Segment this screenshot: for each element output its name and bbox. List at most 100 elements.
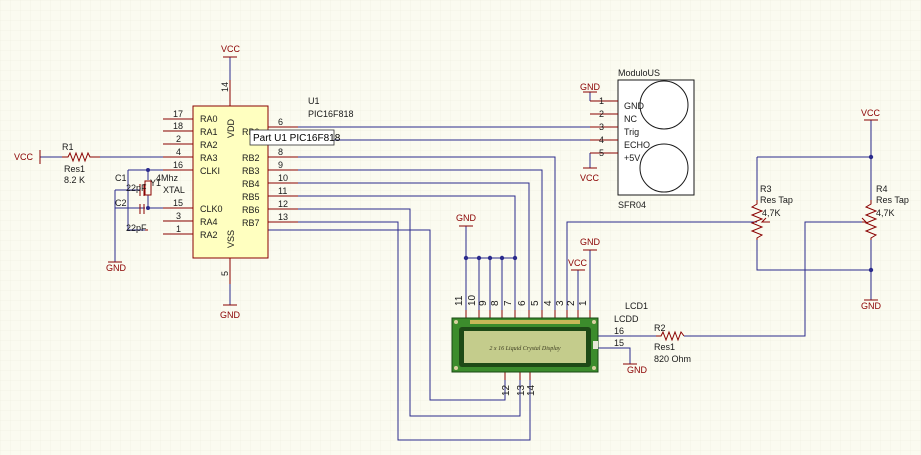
sensor-pin-name: GND — [624, 101, 645, 111]
u1-pin-num: 10 — [278, 173, 288, 183]
c2-designator: C2 — [115, 198, 127, 208]
xtal-type: XTAL — [163, 185, 185, 195]
u1-pin-name: RA2 — [200, 230, 218, 240]
u1-pin-num: 16 — [173, 160, 183, 170]
svg-text:4: 4 — [543, 300, 554, 306]
part-tooltip-text: Part U1 PIC16F818 — [253, 133, 341, 144]
u1-vss-name: VSS — [226, 230, 236, 248]
wire-pot-bottom — [756, 240, 871, 271]
c1-value: 22pF — [126, 183, 147, 193]
c2-value: 22pF — [126, 223, 147, 233]
sensor-transducer-top — [639, 80, 689, 130]
u1-pin-num: 2 — [176, 134, 181, 144]
u1-pin-name: CLK0 — [200, 204, 223, 214]
r3-type: Res Tap — [760, 195, 793, 205]
vcc-label-pot: VCC — [861, 108, 881, 118]
u1-pin-num: 17 — [173, 109, 183, 119]
u1-pin-name: RB2 — [242, 153, 260, 163]
u1-pin-num: 12 — [278, 199, 288, 209]
u1-pin-name: RA3 — [200, 153, 218, 163]
u1-part: PIC16F818 — [308, 109, 354, 119]
junctions — [146, 154, 874, 273]
sensor-pin-stubs — [590, 100, 618, 154]
u1-pin-name: RB5 — [242, 192, 260, 202]
lcd-designator: LCD1 — [625, 301, 648, 311]
r2-value: 820 Ohm — [654, 354, 691, 364]
u1-designator: U1 — [308, 96, 320, 106]
u1-vdd-name: VDD — [226, 118, 236, 138]
u1-pin-name: CLKI — [200, 166, 220, 176]
u1-pin-num: 4 — [176, 147, 181, 157]
u1-vss-num: 5 — [220, 271, 230, 276]
part-tooltip: Part U1 PIC16F818 — [249, 129, 341, 146]
wire-rb2-lcd4 — [268, 156, 556, 310]
r4-potentiometer[interactable]: R4 Res Tap 4,7K — [861, 184, 909, 240]
power-labels: VCC VCC VCC VCC VCC GND GND GND GND GND … — [14, 44, 882, 375]
lcd-pin-stubs — [465, 310, 591, 380]
sensor-pin-name: ECHO — [624, 140, 650, 150]
lcd-screen-text: 2 x 16 Liquid Crystal Display — [489, 346, 561, 352]
wire-rb6-lcd14 — [268, 221, 531, 441]
u1-pin-name: RA4 — [200, 217, 218, 227]
u1-pin-num: 3 — [176, 211, 181, 221]
vcc-label-r1: VCC — [14, 152, 34, 162]
svg-text:12: 12 — [501, 384, 512, 396]
r1-value: 8.2 K — [64, 175, 85, 185]
sensor-pin-name: Trig — [624, 127, 639, 137]
gnd-label-xtal: GND — [106, 263, 127, 273]
u1-pin-num: 15 — [173, 198, 183, 208]
sensor-sfr04[interactable]: ModuloUS SFR04 1 GND 2 NC 3 Trig 4 ECHO … — [590, 68, 695, 210]
u1-pin-num: 13 — [278, 212, 288, 222]
r2-designator: R2 — [654, 323, 666, 333]
sensor-pin-num: 3 — [599, 122, 604, 132]
u1-pin-num: 9 — [278, 160, 283, 170]
vcc-label-lcd: VCC — [568, 258, 588, 268]
lcd-header-pins — [470, 320, 580, 324]
vcc-label-sensor: VCC — [580, 173, 600, 183]
svg-text:7: 7 — [503, 300, 514, 306]
power-symbols — [39, 56, 878, 365]
r4-symbol — [864, 200, 878, 240]
r4-type: Res Tap — [876, 195, 909, 205]
gnd-label-lcd-bus: GND — [456, 213, 477, 223]
sensor-transducer-bottom — [639, 143, 689, 193]
u1-pin-name: RB4 — [242, 179, 260, 189]
svg-text:10: 10 — [467, 294, 478, 306]
gnd-label-pot: GND — [861, 301, 882, 311]
sensor-body — [617, 79, 695, 196]
wire-rb5-lcd13 — [268, 208, 521, 417]
sensor-pin-num: 5 — [599, 148, 604, 158]
u1-pin-name: RA1 — [200, 127, 218, 137]
sensor-pin-num: 2 — [599, 109, 604, 119]
vcc-label-u1: VCC — [221, 44, 241, 54]
u1-pin-name: RB3 — [242, 166, 260, 176]
wire-rb3-lcd6 — [268, 182, 530, 310]
svg-text:11: 11 — [454, 295, 465, 306]
sensor-pin-name: +5V — [624, 153, 640, 163]
c1-designator: C1 — [115, 173, 127, 183]
xtal-circuit[interactable] — [139, 180, 152, 231]
gnd-label-lcd1: GND — [580, 237, 601, 247]
r1-designator: R1 — [62, 142, 74, 152]
r3-symbol — [750, 200, 764, 240]
lcd1-display[interactable]: 2 x 16 Liquid Crystal Display LCD1 LCDD … — [451, 294, 648, 396]
r2-symbol — [656, 330, 685, 342]
r3-potentiometer[interactable]: R3 Res Tap 4,7K — [750, 184, 793, 240]
u1-pin-num: 11 — [278, 186, 287, 196]
sensor-pin-num: 4 — [599, 135, 604, 145]
sensor-title: ModuloUS — [618, 68, 660, 78]
lcd-bottom-pin-labels: 12 13 14 — [501, 384, 537, 396]
wire-rb4-lcd7 — [268, 195, 516, 310]
svg-text:8: 8 — [490, 300, 501, 306]
r1-resistor[interactable]: R1 Res1 8.2 K — [62, 142, 100, 185]
r1-symbol — [62, 151, 100, 163]
r4-designator: R4 — [876, 184, 888, 194]
u1-pin-num: 1 — [176, 224, 181, 234]
wire-rb2b-lcd5 — [268, 169, 543, 310]
sensor-pin-name: NC — [624, 114, 637, 124]
lcd-top-pin-labels: 11 10 9 8 7 6 5 4 3 2 1 — [454, 294, 589, 306]
r2-resistor[interactable]: R2 Res1 820 Ohm — [654, 323, 691, 364]
u1-pin-name: RB7 — [242, 218, 260, 228]
